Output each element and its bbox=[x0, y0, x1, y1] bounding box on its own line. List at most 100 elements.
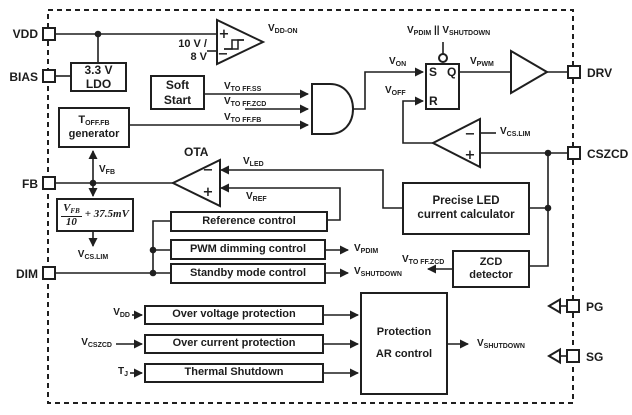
signal-label-vtoffss: VTO FF.SS bbox=[224, 81, 262, 94]
pin-label-sg: SG bbox=[586, 350, 604, 364]
pin-label-pg: PG bbox=[586, 300, 604, 314]
signal-label-threshold: 10 V / 8 V bbox=[178, 38, 207, 63]
pin-label-bias: BIAS bbox=[9, 70, 38, 84]
soft-start-line2: Start bbox=[163, 92, 192, 107]
signal-label-enable: VPDIM || VSHUTDOWN bbox=[407, 25, 491, 38]
pwm-dimming-control-block: PWM dimming control bbox=[170, 239, 326, 260]
formula-denominator: 10 bbox=[65, 215, 77, 228]
wire-dim-to-reference bbox=[152, 220, 170, 273]
pin-cszcd bbox=[567, 146, 581, 160]
formula-rest: + 37.5mV bbox=[84, 208, 129, 221]
latch-reset-label: R bbox=[429, 94, 438, 108]
signal-label-vref: VREF bbox=[246, 191, 267, 204]
signal-label-vcslim-comparator: VCS.LIM bbox=[500, 126, 531, 139]
cslim-formula-block: VFB 10 + 37.5mV bbox=[56, 198, 134, 232]
ldo-block: 3.3 V LDO bbox=[70, 62, 127, 92]
ota-amplifier bbox=[170, 158, 221, 208]
toff-generator-line1: TOFF.FB bbox=[78, 113, 110, 127]
pg-output-arrow-icon bbox=[547, 297, 561, 315]
latch-inverted-enable-bubble bbox=[438, 53, 448, 63]
zcd-detector-block: ZCD detector bbox=[452, 250, 530, 288]
ldo-line2: LDO bbox=[85, 77, 112, 91]
signal-label-vcszcd-in: VCSZCD bbox=[81, 337, 112, 350]
latch-q-label: Q bbox=[447, 65, 457, 79]
signal-label-tj-in: TJ bbox=[117, 366, 128, 379]
signal-label-vtoffzcd: VTO FF.ZCD bbox=[224, 96, 267, 109]
ldo-line1: 3.3 V bbox=[84, 62, 113, 77]
ota-label: OTA bbox=[184, 145, 209, 159]
pin-fb bbox=[42, 176, 56, 190]
zcd-line1: ZCD bbox=[479, 255, 503, 268]
ic-boundary bbox=[47, 9, 574, 404]
precise-led-line2: current calculator bbox=[417, 208, 515, 221]
pin-label-cszcd: CSZCD bbox=[587, 147, 629, 161]
wire-vref-to-ota bbox=[220, 183, 341, 221]
drv-buffer bbox=[510, 49, 549, 95]
signal-label-vled: VLED bbox=[243, 156, 264, 169]
latch-set-label: S bbox=[429, 65, 438, 79]
signal-label-vpwm: VPWM bbox=[470, 56, 494, 69]
toff-generator-line2: generator bbox=[68, 128, 120, 141]
vdd-comparator-minus: − bbox=[218, 47, 229, 62]
soft-start-block: Soft Start bbox=[150, 75, 205, 110]
zcd-line2: detector bbox=[469, 269, 513, 281]
pin-bias bbox=[42, 69, 56, 83]
pin-label-dim: DIM bbox=[16, 267, 38, 281]
thermal-shutdown-block: Thermal Shutdown bbox=[144, 363, 324, 383]
wire-cszcd-to-zcd bbox=[530, 153, 549, 267]
formula-numerator: VFB bbox=[61, 201, 82, 217]
wire-von-to-set bbox=[353, 67, 424, 110]
junction-dot bbox=[89, 179, 97, 187]
signal-label-von: VON bbox=[389, 56, 407, 69]
ota-plus: + bbox=[203, 185, 214, 200]
signal-label-vshutdown-protection: VSHUTDOWN bbox=[477, 338, 525, 351]
junction-dot bbox=[544, 204, 552, 212]
ota-minus: − bbox=[203, 163, 214, 178]
junction-dot bbox=[94, 30, 102, 38]
over-current-protection-block: Over current protection bbox=[144, 334, 324, 354]
sr-latch-block bbox=[425, 63, 460, 110]
wire-vled-to-ota bbox=[220, 165, 402, 209]
current-sense-comparator bbox=[430, 117, 481, 169]
protection-line1: Protection bbox=[376, 326, 432, 339]
pin-drv bbox=[567, 65, 581, 79]
pin-label-vdd: VDD bbox=[12, 27, 38, 41]
pin-label-drv: DRV bbox=[587, 66, 613, 80]
signal-label-vtofffb: VTO FF.FB bbox=[224, 112, 262, 125]
toff-generator-block: TOFF.FB generator bbox=[58, 107, 130, 148]
standby-mode-control-block: Standby mode control bbox=[170, 263, 326, 284]
pin-label-fb: FB bbox=[22, 177, 38, 191]
protection-ar-control-block: Protection AR control bbox=[360, 292, 448, 395]
pin-dim bbox=[42, 266, 56, 280]
signal-label-vtoffzcd-zcd: VTO FF.ZCD bbox=[402, 254, 445, 267]
over-voltage-protection-block: Over voltage protection bbox=[144, 305, 324, 325]
signal-label-voff: VOFF bbox=[385, 85, 406, 98]
protection-line2: AR control bbox=[375, 347, 433, 360]
junction-dot bbox=[149, 246, 157, 254]
pin-pg bbox=[566, 299, 580, 313]
signal-label-vpdim-out: VPDIM bbox=[354, 243, 379, 256]
formula-fraction: VFB 10 bbox=[61, 201, 82, 228]
junction-dot bbox=[544, 149, 552, 157]
signal-label-vfb: VFB bbox=[99, 164, 116, 177]
and-gate bbox=[311, 83, 355, 135]
wire-voff-to-reset bbox=[402, 96, 433, 144]
reference-control-block: Reference control bbox=[170, 211, 328, 232]
signal-label-vdd-in: VDD bbox=[113, 307, 130, 320]
signal-label-vshutdown-out: VSHUTDOWN bbox=[354, 266, 402, 279]
pin-sg bbox=[566, 349, 580, 363]
hysteresis-icon bbox=[224, 39, 244, 50]
pin-vdd bbox=[42, 27, 56, 41]
sg-output-arrow-icon bbox=[547, 347, 561, 365]
junction-dot bbox=[149, 269, 157, 277]
signal-label-vcslim-formula: VCS.LIM bbox=[77, 249, 109, 262]
soft-start-line1: Soft bbox=[165, 78, 190, 93]
signal-label-vdd-on: VDD-ON bbox=[268, 23, 298, 36]
precise-led-calculator-block: Precise LED current calculator bbox=[402, 182, 530, 235]
vdd-comparator bbox=[216, 18, 266, 66]
precise-led-line1: Precise LED bbox=[432, 194, 500, 207]
vdd-comparator-plus: + bbox=[219, 27, 230, 42]
cs-comparator-minus: − bbox=[465, 127, 476, 142]
